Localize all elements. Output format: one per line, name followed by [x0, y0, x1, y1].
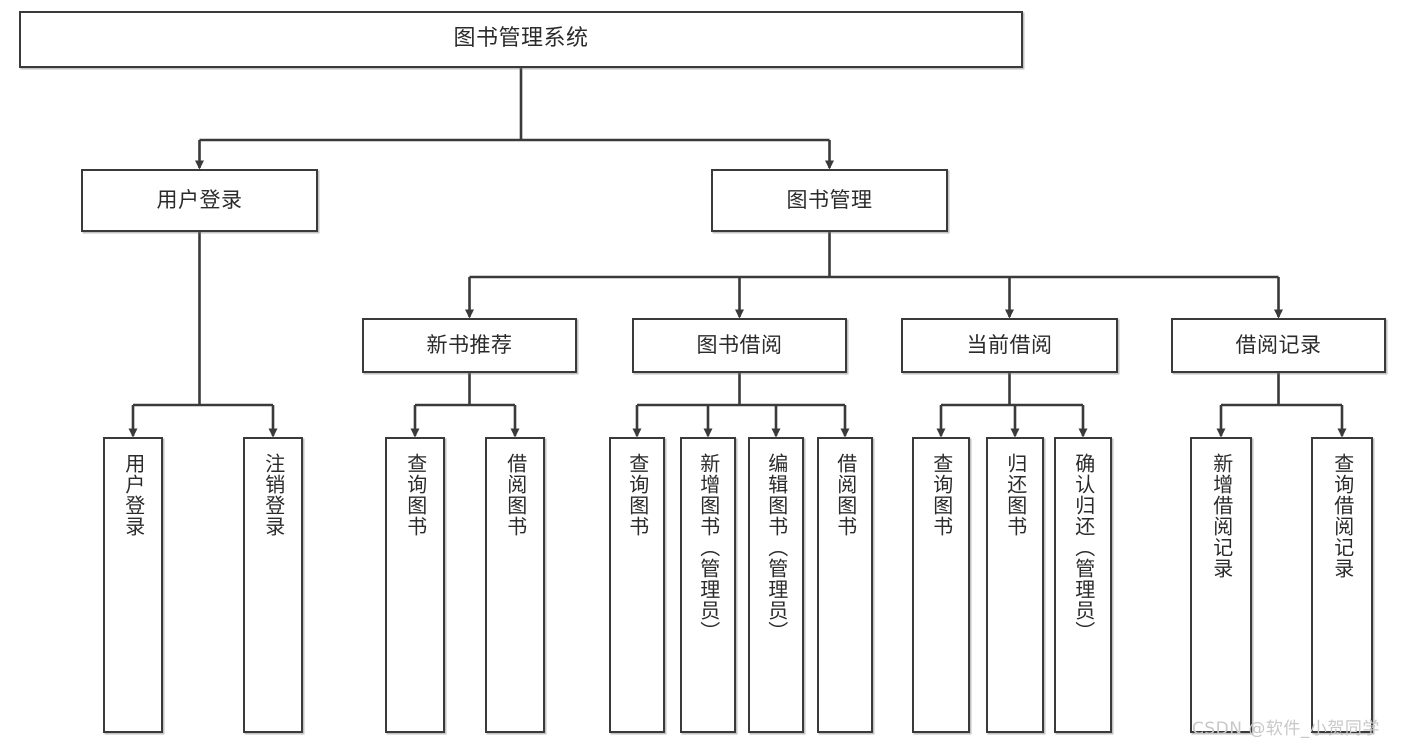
node-label: 借阅记录	[1235, 332, 1322, 357]
node-lf-6: 编辑图书（管理员）	[748, 437, 804, 733]
node-label: 当前借阅	[966, 332, 1053, 357]
node-label: 用户登录	[156, 187, 243, 212]
node-label: 查询借阅记录	[1330, 453, 1355, 579]
node-label: 确认归还（管理员）	[1071, 453, 1096, 642]
node-lf-3: 借阅图书	[485, 437, 545, 733]
node-lf-5: 新增图书（管理员）	[680, 437, 736, 733]
node-root: 图书管理系统	[19, 11, 1023, 68]
node-lf-11: 新增借阅记录	[1190, 437, 1252, 733]
node-lf-1: 注销登录	[243, 437, 303, 733]
node-label: 注销登录	[261, 453, 286, 537]
node-label: 查询图书	[625, 453, 650, 537]
node-label: 借阅图书	[833, 453, 858, 537]
node-label: 新增图书（管理员）	[696, 453, 721, 642]
node-lf-0: 用户登录	[103, 437, 163, 733]
node-label: 用户登录	[121, 453, 146, 537]
node-lf-4: 查询图书	[609, 437, 665, 733]
node-lf-8: 查询图书	[912, 437, 970, 733]
node-l3-2: 当前借阅	[901, 318, 1118, 373]
node-lf-12: 查询借阅记录	[1311, 437, 1373, 733]
csdn-watermark: CSDN @软件_小贺同学	[1192, 719, 1380, 739]
node-label: 归还图书	[1003, 453, 1028, 537]
node-label: 图书管理	[786, 187, 873, 212]
node-l3-1: 图书借阅	[632, 318, 847, 373]
node-lf-7: 借阅图书	[817, 437, 873, 733]
node-lf-10: 确认归还（管理员）	[1054, 437, 1112, 733]
node-lf-2: 查询图书	[385, 437, 445, 733]
node-label: 查询图书	[403, 453, 428, 537]
node-lf-9: 归还图书	[986, 437, 1044, 733]
node-label: 查询图书	[929, 453, 954, 537]
node-l3-0: 新书推荐	[362, 318, 577, 373]
node-label: 图书管理系统	[453, 26, 589, 52]
node-label: 新增借阅记录	[1209, 453, 1234, 579]
node-l3-3: 借阅记录	[1171, 318, 1386, 373]
node-label: 借阅图书	[503, 453, 528, 537]
node-l2-1: 图书管理	[711, 169, 948, 232]
node-label: 新书推荐	[426, 332, 513, 357]
node-l2-0: 用户登录	[81, 169, 318, 232]
node-label: 编辑图书（管理员）	[764, 453, 789, 642]
node-label: 图书借阅	[696, 332, 783, 357]
